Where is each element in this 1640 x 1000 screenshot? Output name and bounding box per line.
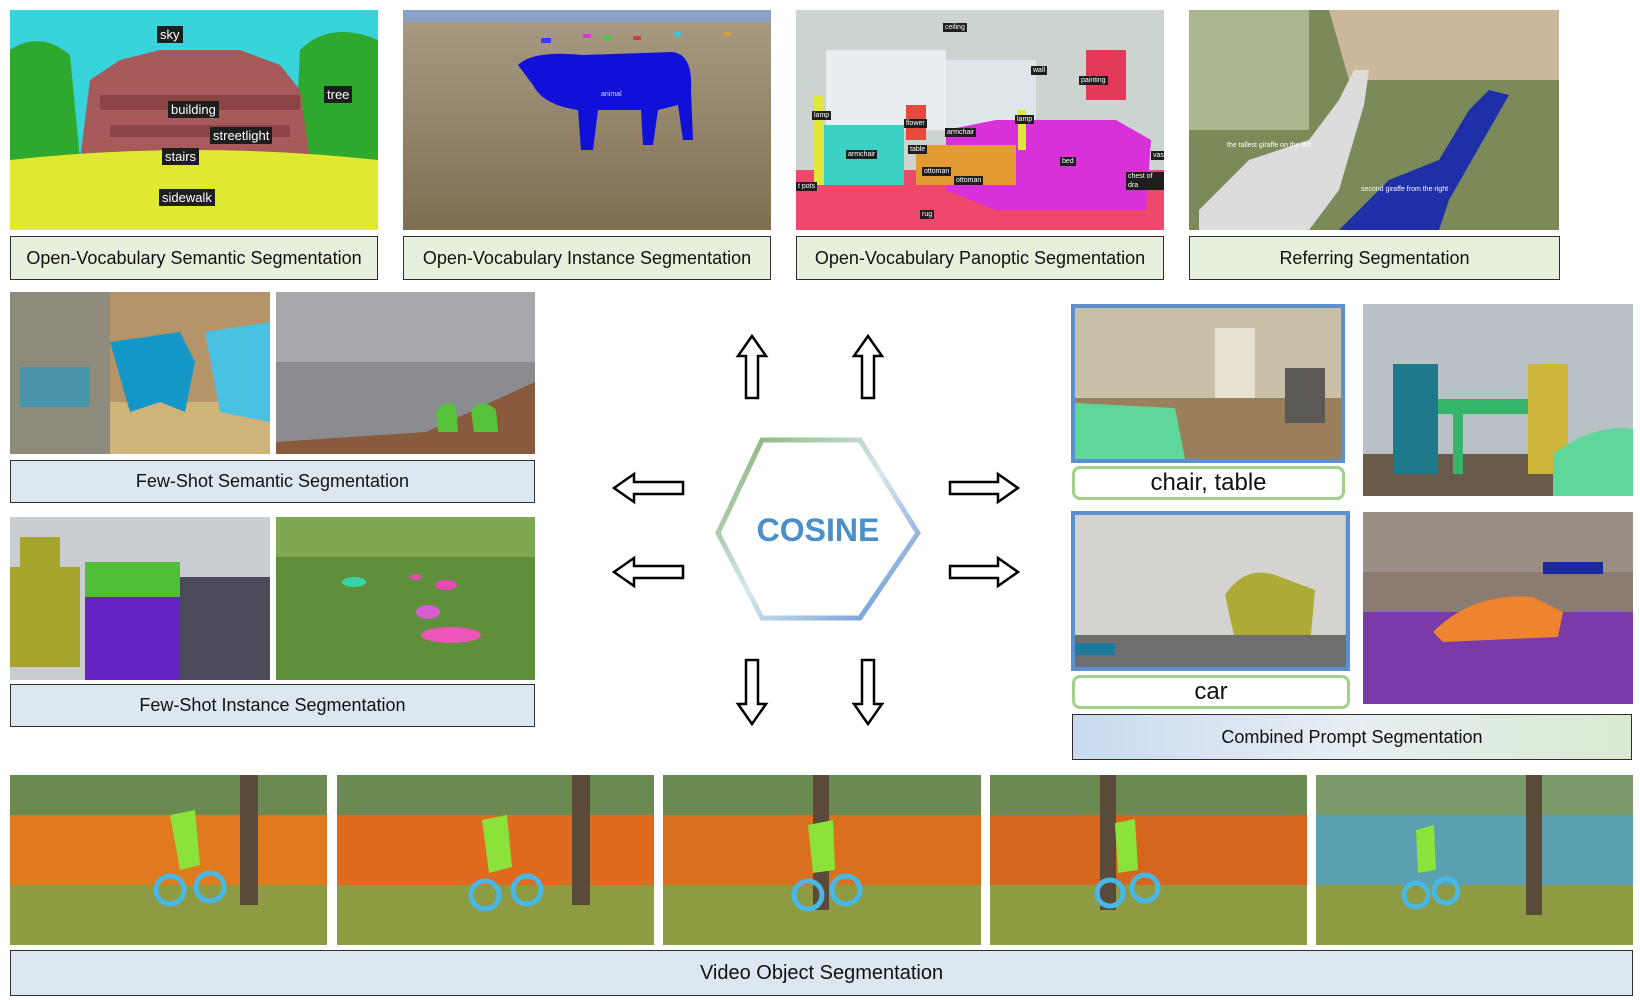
arrow-right-bottom: [948, 555, 1021, 589]
tag-second-giraffe: second giraffe from the right: [1361, 186, 1449, 193]
cosine-title: COSINE: [756, 512, 880, 548]
combined-result-image-1: [1363, 304, 1633, 496]
tag-ottoman-1: ottoman: [922, 167, 952, 176]
tag-ceiling: ceiling: [943, 23, 967, 32]
tag-table: table: [908, 145, 928, 154]
tag-chest: chest of dra: [1126, 172, 1164, 190]
video-frame-1: [10, 775, 327, 945]
arrow-left-top: [611, 471, 685, 505]
tag-pots: t pots: [796, 182, 818, 191]
arrow-down-left: [735, 658, 769, 727]
tag-streetlight: streetlight: [210, 127, 273, 144]
tag-building: building: [168, 101, 219, 118]
tag-flower: flower: [904, 119, 927, 128]
tag-armchair-1: armchair: [945, 128, 977, 137]
tag-painting: painting: [1079, 76, 1108, 85]
fewshot-instance-image-1: [10, 517, 270, 680]
tag-bed: bed: [1060, 157, 1076, 166]
fewshot-semantic-image-1: [10, 292, 270, 454]
label-fewshot-semantic: Few-Shot Semantic Segmentation: [10, 460, 535, 503]
video-frame-2: [337, 775, 654, 945]
tag-tree: tree: [324, 86, 353, 103]
arrow-down-right: [851, 658, 885, 727]
fewshot-semantic-image-2: [276, 292, 535, 454]
tag-sidewalk: sidewalk: [159, 189, 215, 206]
tag-ottoman-2: ottoman: [954, 176, 984, 185]
tag-vase: vas: [1151, 151, 1164, 160]
label-video-object-seg: Video Object Segmentation: [10, 950, 1633, 996]
tag-rug: rug: [920, 210, 935, 219]
fewshot-instance-image-2: [276, 517, 535, 680]
label-referring: Referring Segmentation: [1189, 236, 1560, 280]
video-frame-3: [663, 775, 981, 945]
label-fewshot-instance: Few-Shot Instance Segmentation: [10, 684, 535, 727]
arrow-up-right: [851, 333, 885, 400]
arrow-right-top: [948, 471, 1021, 505]
arrow-up-left: [735, 333, 769, 400]
tag-armchair-2: armchair: [846, 150, 878, 159]
label-ov-panoptic: Open-Vocabulary Panoptic Segmentation: [796, 236, 1164, 280]
combined-result-image-2: [1363, 512, 1633, 704]
referring-seg-image: the tallest giraffe on the left second g…: [1189, 10, 1559, 230]
prompt-image-frame-1: [1071, 304, 1345, 463]
prompt-chair-table: chair, table: [1072, 466, 1345, 500]
tag-stairs: stairs: [162, 148, 200, 165]
video-frame-5: [1316, 775, 1633, 945]
panoptic-seg-image: ceiling wall painting lamp flower armcha…: [796, 10, 1164, 230]
label-ov-instance: Open-Vocabulary Instance Segmentation: [403, 236, 771, 280]
tag-sky: sky: [157, 26, 183, 43]
tag-lamp-2: lamp: [1015, 115, 1035, 124]
tag-lamp-1: lamp: [812, 111, 832, 120]
label-combined-prompt: Combined Prompt Segmentation: [1072, 714, 1632, 760]
tag-wall: wall: [1031, 66, 1048, 75]
video-frame-4: [990, 775, 1307, 945]
instance-seg-image: animal: [403, 10, 771, 230]
label-ov-semantic: Open-Vocabulary Semantic Segmentation: [10, 236, 378, 280]
semantic-seg-image: sky tree building streetlight stairs sid…: [10, 10, 378, 230]
arrow-left-bottom: [611, 555, 685, 589]
prompt-car: car: [1072, 675, 1350, 709]
prompt-image-frame-2: [1071, 511, 1350, 671]
tag-tallest-giraffe: the tallest giraffe on the left: [1227, 142, 1311, 149]
cosine-hexagon: [715, 437, 921, 621]
tag-animal: animal: [601, 91, 622, 98]
